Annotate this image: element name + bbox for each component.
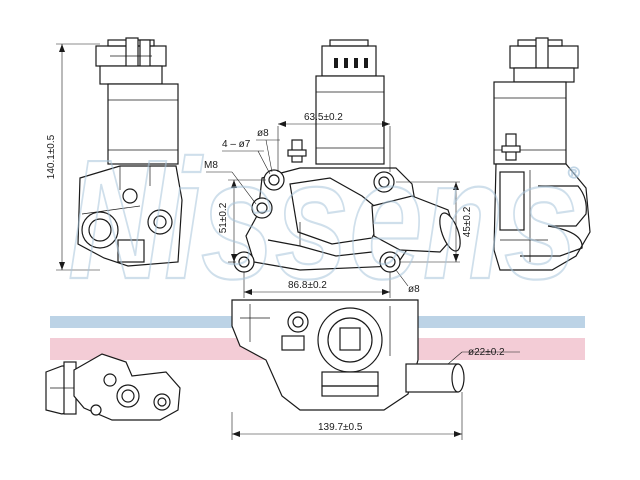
leader-lower-bolt (395, 269, 409, 287)
hole-spacing-dimension (243, 272, 391, 298)
height-total-label: 140.1±0.5 (46, 134, 57, 179)
right-side-view (493, 37, 591, 271)
vertical-spacing-dimension (228, 179, 266, 263)
top-width-label: 63.5±0.2 (304, 112, 343, 123)
leader-bolt-pattern-angled (257, 150, 271, 175)
leader-outlet-angled (447, 351, 463, 365)
overall-length-label: 139.7±0.5 (318, 422, 363, 433)
center-front-view (233, 39, 461, 273)
iso-view (45, 353, 181, 421)
hole-spacing-label: 86.8±0.2 (288, 280, 327, 291)
thread-label: M8 (204, 160, 218, 171)
bottom-view (231, 299, 465, 411)
outlet-dia-label: ø22±0.2 (468, 347, 505, 358)
height-dimension (56, 43, 100, 271)
bolt-dia-small-label: ø8 (257, 128, 269, 139)
leader-small-bolt-angled (265, 139, 273, 173)
watermark-registered: ® (568, 165, 580, 182)
top-width-dimension (277, 121, 391, 172)
left-side-view (77, 37, 183, 267)
leader-thread-angled (231, 171, 257, 205)
vertical-spacing-label: 51±0.2 (218, 202, 229, 233)
overall-length-dimension (231, 392, 463, 440)
flange-height-dimension (396, 181, 460, 263)
bolt-dia-lower-label: ø8 (408, 284, 420, 295)
bolt-pattern-label: 4 – ø7 (222, 139, 251, 150)
watermark-logo: Nissens (68, 125, 578, 315)
flange-height-label: 45±0.2 (462, 206, 473, 237)
